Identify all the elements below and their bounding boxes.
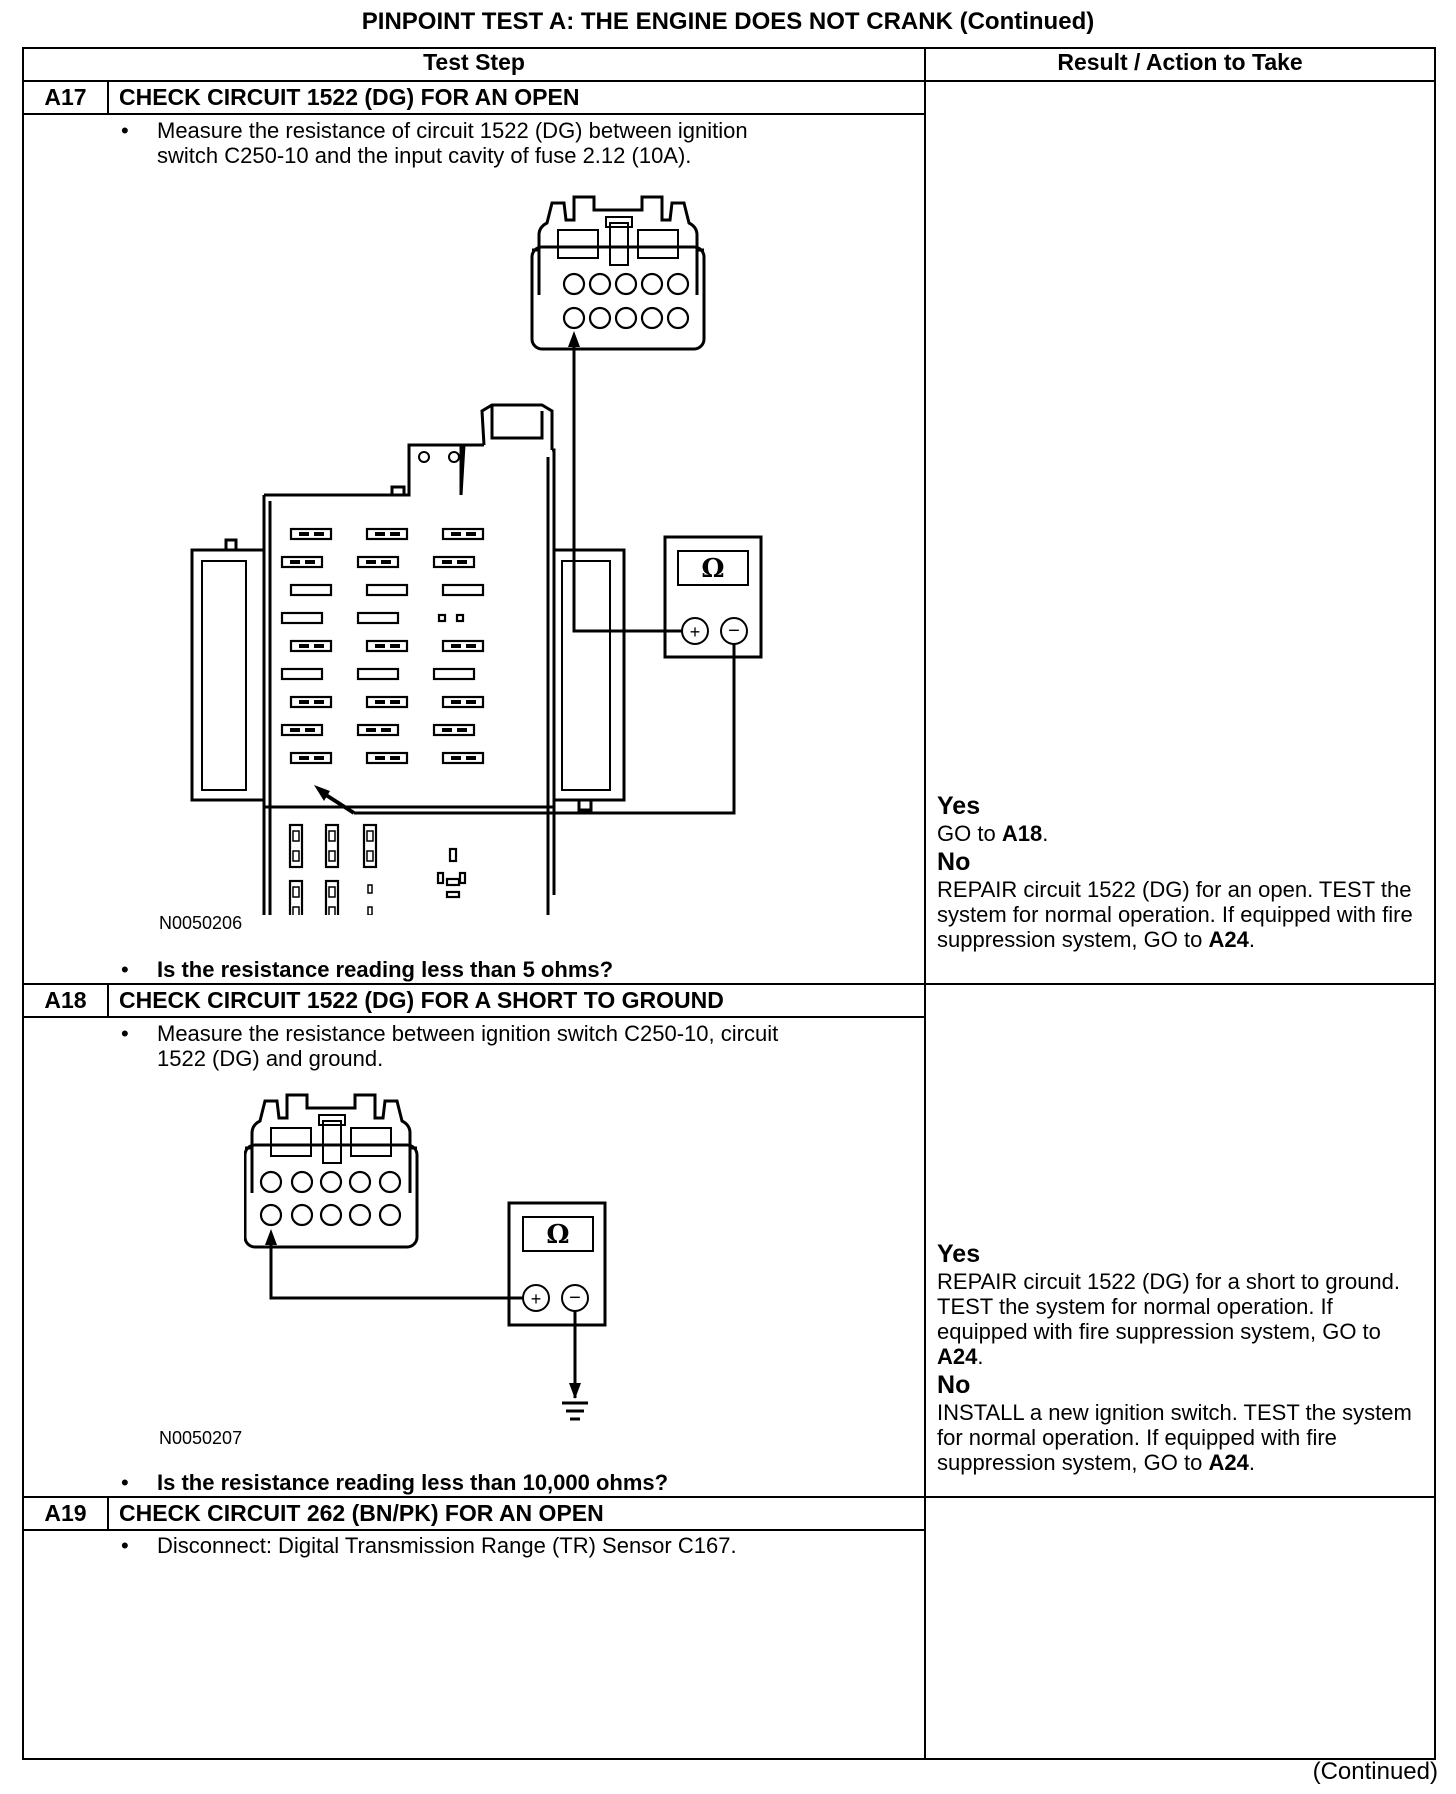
figure-id: N0050206: [159, 913, 243, 933]
page-title: PINPOINT TEST A: THE ENGINE DOES NOT CRA…: [361, 8, 1095, 35]
bullet: •: [121, 1021, 129, 1046]
step-body-row: • Disconnect: Digital Transmission Range…: [21, 1529, 1435, 1760]
yes-block: Yes REPAIR circuit 1522 (DG) for a short…: [937, 1240, 1420, 1475]
yes-label: Yes: [937, 1240, 981, 1268]
no-label: No: [937, 1371, 971, 1399]
fuse-panel-diagram: Ω + −: [190, 195, 763, 915]
no-label: No: [937, 848, 971, 876]
col-header-result: Result / Action to Take: [924, 47, 1437, 82]
question: Is the resistance reading less than 10,0…: [157, 1470, 669, 1495]
step-header-row: A18 CHECK CIRCUIT 1522 (DG) FOR A SHORT …: [22, 983, 1437, 1498]
step-id: A19: [22, 1496, 109, 1531]
bullet: •: [121, 1533, 129, 1558]
step-body-row: • Measure the resistance between ignitio…: [21, 1016, 1435, 1498]
no-action: REPAIR circuit 1522 (DG) for an open. TE…: [937, 877, 1413, 952]
step-title: CHECK CIRCUIT 1522 (DG) FOR A SHORT TO G…: [106, 983, 927, 1018]
pinpoint-test-table: Test Step Result / Action to Take A17 CH…: [21, 47, 1437, 1760]
instruction: Measure the resistance of circuit 1522 (…: [157, 118, 748, 168]
step-id: A17: [22, 80, 109, 115]
step-title: CHECK CIRCUIT 262 (BN/PK) FOR AN OPEN: [106, 1496, 927, 1531]
result-cell: [924, 1496, 1437, 1760]
yes-block: Yes GO to A18. No REPAIR circuit 1522 (D…: [937, 792, 1420, 952]
instruction: Disconnect: Digital Transmission Range (…: [157, 1533, 737, 1558]
no-action: INSTALL a new ignition switch. TEST the …: [937, 1400, 1412, 1475]
svg-text:+: +: [690, 622, 701, 642]
result-block: Yes GO to A18. No REPAIR circuit 1522 (D…: [926, 82, 1434, 952]
result-cell: Yes GO to A18. No REPAIR circuit 1522 (D…: [924, 80, 1437, 985]
yes-label: Yes: [937, 792, 981, 820]
table-header-row: Test Step Result / Action to Take: [21, 47, 1437, 82]
step-title: CHECK CIRCUIT 1522 (DG) FOR AN OPEN: [106, 80, 927, 115]
result-cell: Yes REPAIR circuit 1522 (DG) for a short…: [924, 983, 1437, 1498]
instruction: Measure the resistance between ignition …: [157, 1021, 779, 1071]
bullet: •: [121, 1470, 129, 1495]
result-block: Yes REPAIR circuit 1522 (DG) for a short…: [926, 985, 1434, 1475]
bullet: •: [121, 957, 129, 982]
step-header-row: A17 CHECK CIRCUIT 1522 (DG) FOR AN OPEN …: [22, 80, 1437, 985]
svg-text:−: −: [728, 620, 740, 642]
ohm-symbol: Ω: [546, 1220, 569, 1250]
step-body: • Disconnect: Digital Transmission Range…: [21, 1529, 927, 1760]
continued-footer: (Continued): [1312, 1758, 1438, 1785]
svg-text:−: −: [569, 1287, 581, 1309]
question: Is the resistance reading less than 5 oh…: [157, 957, 614, 982]
svg-text:+: +: [531, 1289, 542, 1309]
step-id: A18: [22, 983, 109, 1018]
connector-ground-diagram: Ω + −: [244, 1093, 607, 1421]
col-header-test-step: Test Step: [21, 47, 927, 82]
bullet: •: [121, 118, 129, 143]
step-body: • Measure the resistance between ignitio…: [21, 1016, 927, 1498]
ohm-symbol: Ω: [701, 554, 724, 584]
step-header-row: A19 CHECK CIRCUIT 262 (BN/PK) FOR AN OPE…: [22, 1496, 1437, 1760]
step-body: • Measure the resistance of circuit 1522…: [21, 113, 927, 985]
figure-id: N0050207: [159, 1428, 243, 1448]
yes-action: REPAIR circuit 1522 (DG) for a short to …: [937, 1269, 1401, 1369]
step-body-row: • Measure the resistance of circuit 1522…: [21, 113, 1435, 985]
yes-action: GO to A18.: [937, 821, 1049, 846]
